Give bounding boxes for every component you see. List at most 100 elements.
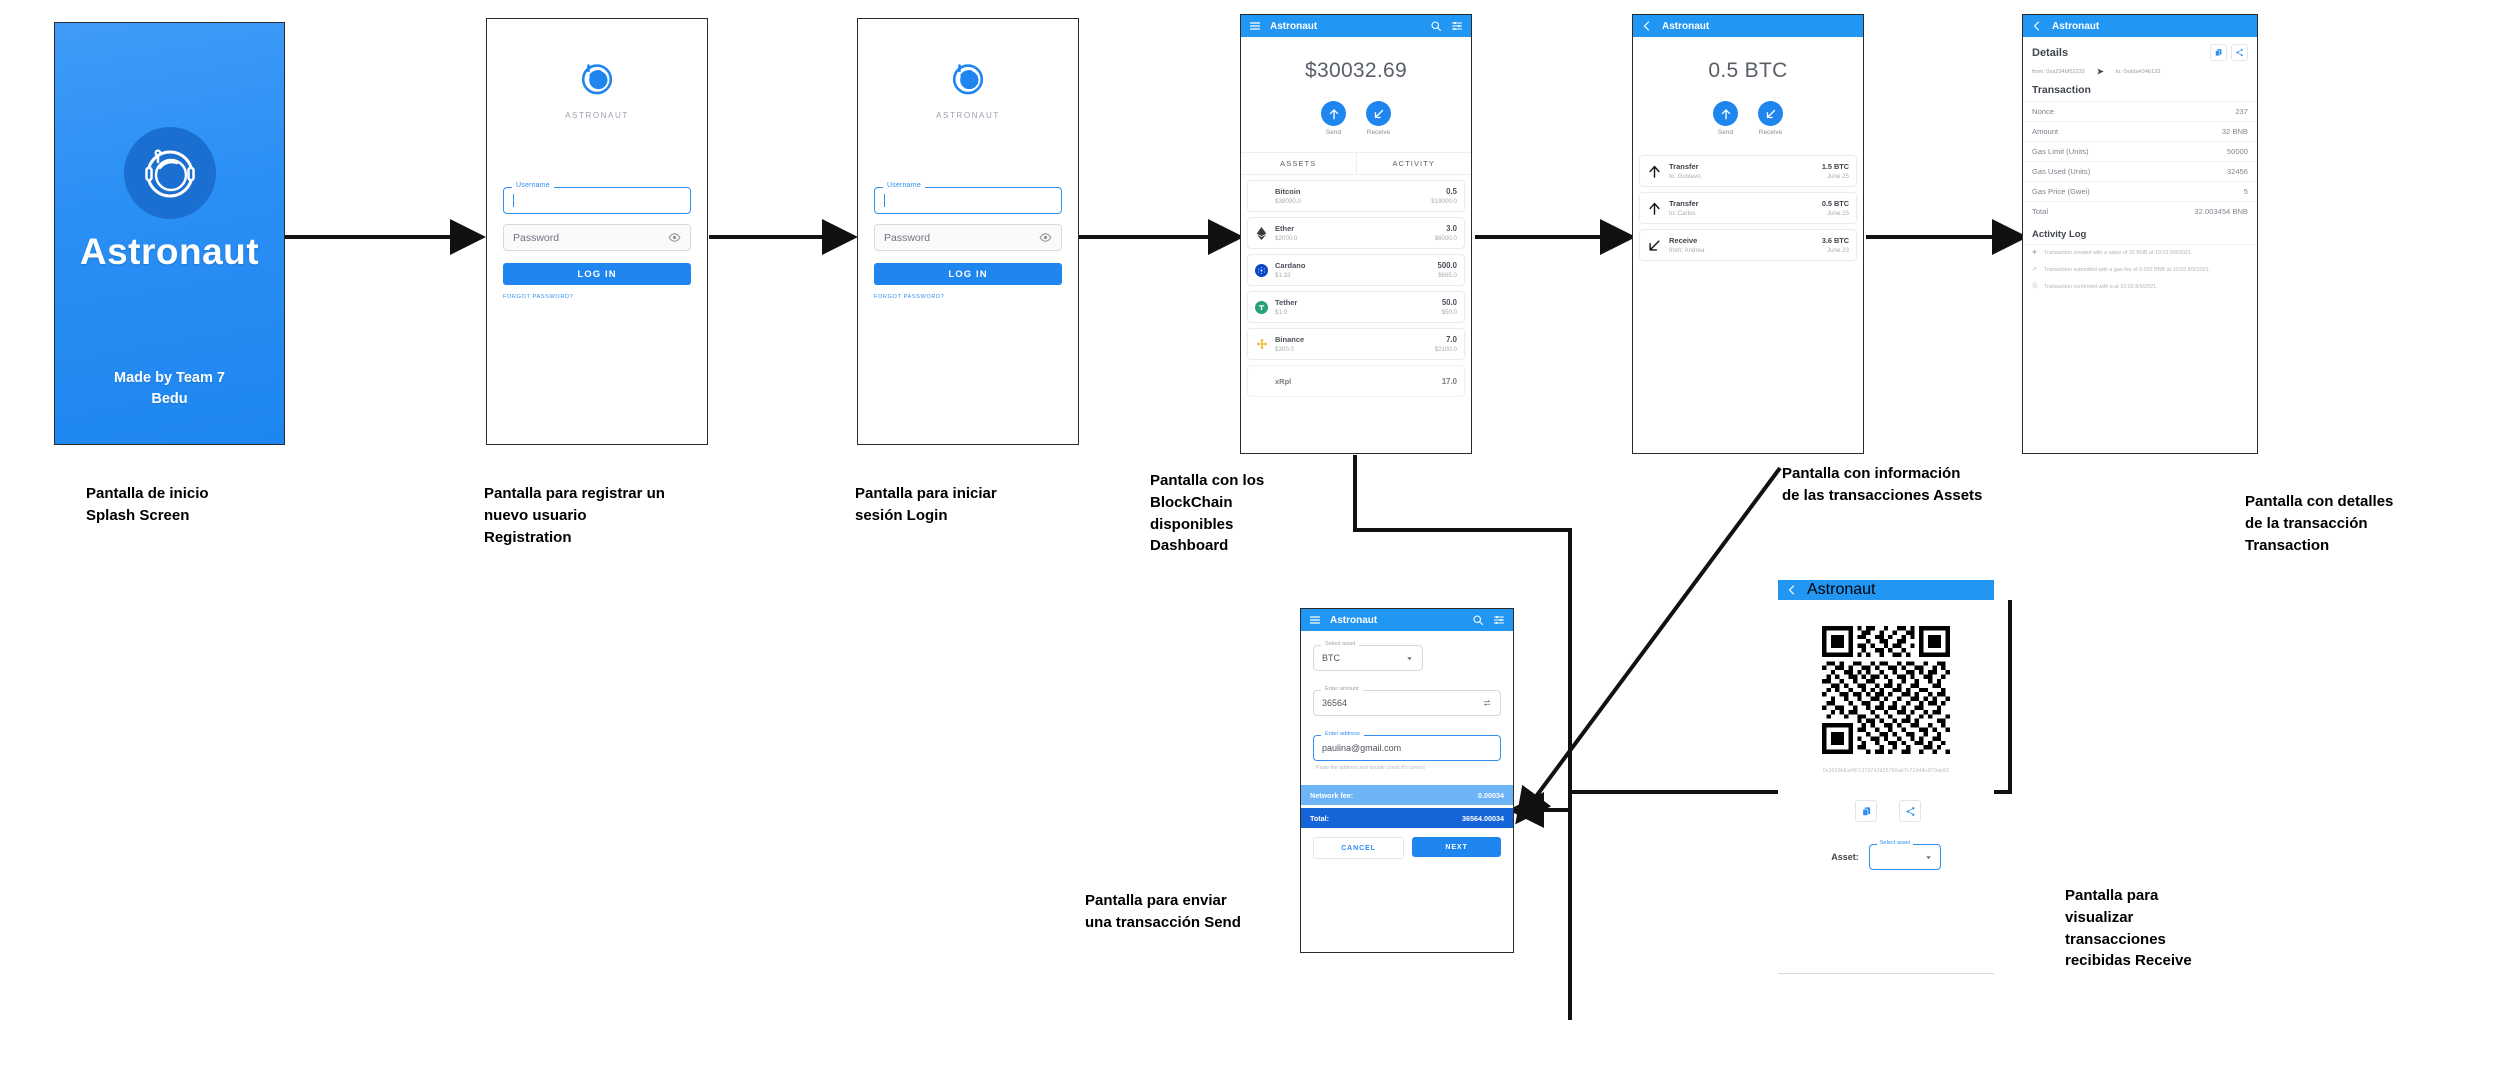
caption-login: Pantalla para iniciar sesión Login	[855, 485, 997, 524]
amount-label: Enter amount	[1321, 686, 1363, 692]
row-key: Gas Price (Gwei)	[2032, 187, 2090, 196]
to-address: to: 0xdda434b133	[2115, 68, 2161, 75]
caption-assets: Pantalla con información de las transacc…	[1782, 465, 1983, 504]
back-arrow-icon[interactable]	[1786, 584, 1798, 596]
list-item[interactable]: Cardano $1.33 500.0 $665.0	[1247, 254, 1465, 286]
copy-button[interactable]	[1855, 800, 1877, 822]
tab-activity[interactable]: ACTIVITY	[1355, 153, 1472, 174]
search-icon[interactable]	[1430, 20, 1442, 32]
row-value: 32 BNB	[2221, 127, 2248, 136]
eye-icon[interactable]	[1039, 231, 1052, 244]
username-label: Username	[512, 182, 554, 189]
table-row[interactable]: Transfer to: Carlos 0.5 BTC June 25	[1639, 192, 1857, 224]
asset-amount: 500.0	[1437, 261, 1457, 270]
search-icon[interactable]	[1472, 614, 1484, 626]
username-field[interactable]: Username	[503, 182, 691, 214]
receive-label: Receive	[1366, 129, 1391, 136]
table-row: Gas Used (Units) 32456	[2023, 161, 2257, 181]
send-fab[interactable]	[1321, 101, 1346, 126]
select-asset-dropdown[interactable]: Select asset	[1868, 840, 1941, 870]
send-action[interactable]: Send	[1321, 101, 1346, 136]
chevron-down-icon[interactable]	[1924, 853, 1933, 862]
tab-assets[interactable]: ASSETS	[1280, 159, 1317, 168]
appbar-title: Astronaut	[1330, 614, 1378, 626]
send-appbar: Astronaut	[1301, 609, 1513, 631]
amount-value: 36564	[1322, 698, 1348, 708]
forgot-password-link[interactable]: FORGOT PASSWORD?	[503, 294, 574, 300]
hamburger-menu-icon[interactable]	[1249, 20, 1261, 32]
row-key: Total	[2032, 207, 2049, 216]
asset-amount: 7.0	[1446, 335, 1457, 344]
eye-icon[interactable]	[668, 231, 681, 244]
username-field[interactable]: Username	[874, 182, 1062, 214]
splash-center-block: Astronaut	[55, 126, 284, 273]
share-button[interactable]	[1899, 800, 1921, 822]
registration-form: Username Password LOG IN FORGOT PASSWORD…	[503, 182, 691, 300]
amount-field[interactable]: Enter amount 36564	[1313, 686, 1501, 716]
tether-icon	[1255, 300, 1268, 314]
network-fee-bar: Network fee: 0.00034	[1301, 785, 1513, 805]
swap-currency-icon[interactable]	[1482, 698, 1492, 708]
address-field[interactable]: Enter address paulina@gmail.com	[1313, 731, 1501, 761]
cancel-button[interactable]: CANCEL	[1313, 837, 1404, 859]
dashboard-tabs: ASSETS ACTIVITY	[1241, 152, 1471, 175]
copy-icon	[2215, 49, 2222, 57]
password-field[interactable]: Password	[874, 224, 1062, 251]
next-button[interactable]: NEXT	[1412, 837, 1501, 857]
copy-button[interactable]	[2210, 44, 2227, 61]
appbar-title: Astronaut	[1807, 581, 1876, 598]
tx-type: Transfer	[1669, 162, 1699, 171]
total-label: Total:	[1310, 813, 1330, 823]
hamburger-menu-icon[interactable]	[1309, 614, 1321, 626]
receive-fab[interactable]	[1366, 101, 1391, 126]
binance-icon	[1255, 338, 1268, 351]
list-item[interactable]: Ether $2000.0 3.0 $6000.0	[1247, 217, 1465, 249]
asset-name: Bitcoin	[1275, 187, 1301, 196]
row-key: Nonce	[2032, 107, 2054, 116]
qr-code-wrapper	[1778, 626, 1994, 754]
bottom-divider	[1778, 973, 1994, 974]
forgot-password-link[interactable]: FORGOT PASSWORD?	[874, 294, 945, 300]
table-row: Gas Limit (Units) 50000	[2023, 141, 2257, 161]
row-value: 32456	[2226, 167, 2248, 176]
login-button[interactable]: LOG IN	[503, 263, 691, 285]
filter-settings-icon[interactable]	[1493, 614, 1505, 626]
from-address: from: 0xa234bf52232	[2032, 68, 2085, 75]
screen-registration: ASTRONAUT Username Password LOG IN FORGO…	[486, 18, 708, 445]
auth-logo-label: ASTRONAUT	[565, 111, 629, 120]
receive-action[interactable]: Receive	[1366, 101, 1391, 136]
list-item[interactable]: Tether $1.0 50.0 $50.0	[1247, 291, 1465, 323]
back-arrow-icon[interactable]	[1641, 20, 1653, 32]
receive-action[interactable]: Receive	[1758, 101, 1783, 136]
send-fab[interactable]	[1713, 101, 1738, 126]
total-bar: Total: 36564.00034	[1301, 808, 1513, 828]
appbar-title: Astronaut	[1662, 20, 1710, 32]
tx-date: June 25	[1826, 173, 1849, 180]
astronaut-helmet-icon	[952, 64, 984, 95]
select-asset-dropdown[interactable]: Select asset BTC	[1313, 641, 1423, 671]
chevron-down-icon[interactable]	[1405, 654, 1414, 663]
row-value: 50000	[2226, 147, 2248, 156]
tx-date: June 23	[1826, 247, 1849, 254]
receive-fab[interactable]	[1758, 101, 1783, 126]
caption-dashboard: Pantalla con los BlockChain disponibles …	[1150, 472, 1265, 555]
table-row[interactable]: Receive from: Andrea 3.6 BTC June 23	[1639, 229, 1857, 261]
asset-balance: 0.5 BTC	[1708, 59, 1788, 82]
transaction-list: Transfer to: Gustavo 1.5 BTC June 25 Tra…	[1633, 150, 1863, 261]
tx-type: Receive	[1669, 236, 1698, 245]
password-field[interactable]: Password	[503, 224, 691, 251]
text-caret	[884, 194, 885, 207]
list-item[interactable]: Bitcoin $38000.0 0.5 $19000.0	[1247, 180, 1465, 212]
list-item: ↗ Transaction submitted with a gas fee o…	[2023, 262, 2257, 279]
details-header: Details	[2023, 37, 2257, 65]
back-arrow-icon[interactable]	[2031, 20, 2043, 32]
table-row[interactable]: Transfer to: Gustavo 1.5 BTC June 25	[1639, 155, 1857, 187]
receive-appbar: Astronaut	[1778, 580, 1994, 600]
send-action[interactable]: Send	[1713, 101, 1738, 136]
list-item[interactable]: Binance $300.0 7.0 $2100.0	[1247, 328, 1465, 360]
share-button[interactable]	[2231, 44, 2248, 61]
row-value: 237	[2235, 107, 2248, 116]
list-item[interactable]: xRpl 17.0	[1247, 365, 1465, 397]
filter-settings-icon[interactable]	[1451, 20, 1463, 32]
login-button[interactable]: LOG IN	[874, 263, 1062, 285]
